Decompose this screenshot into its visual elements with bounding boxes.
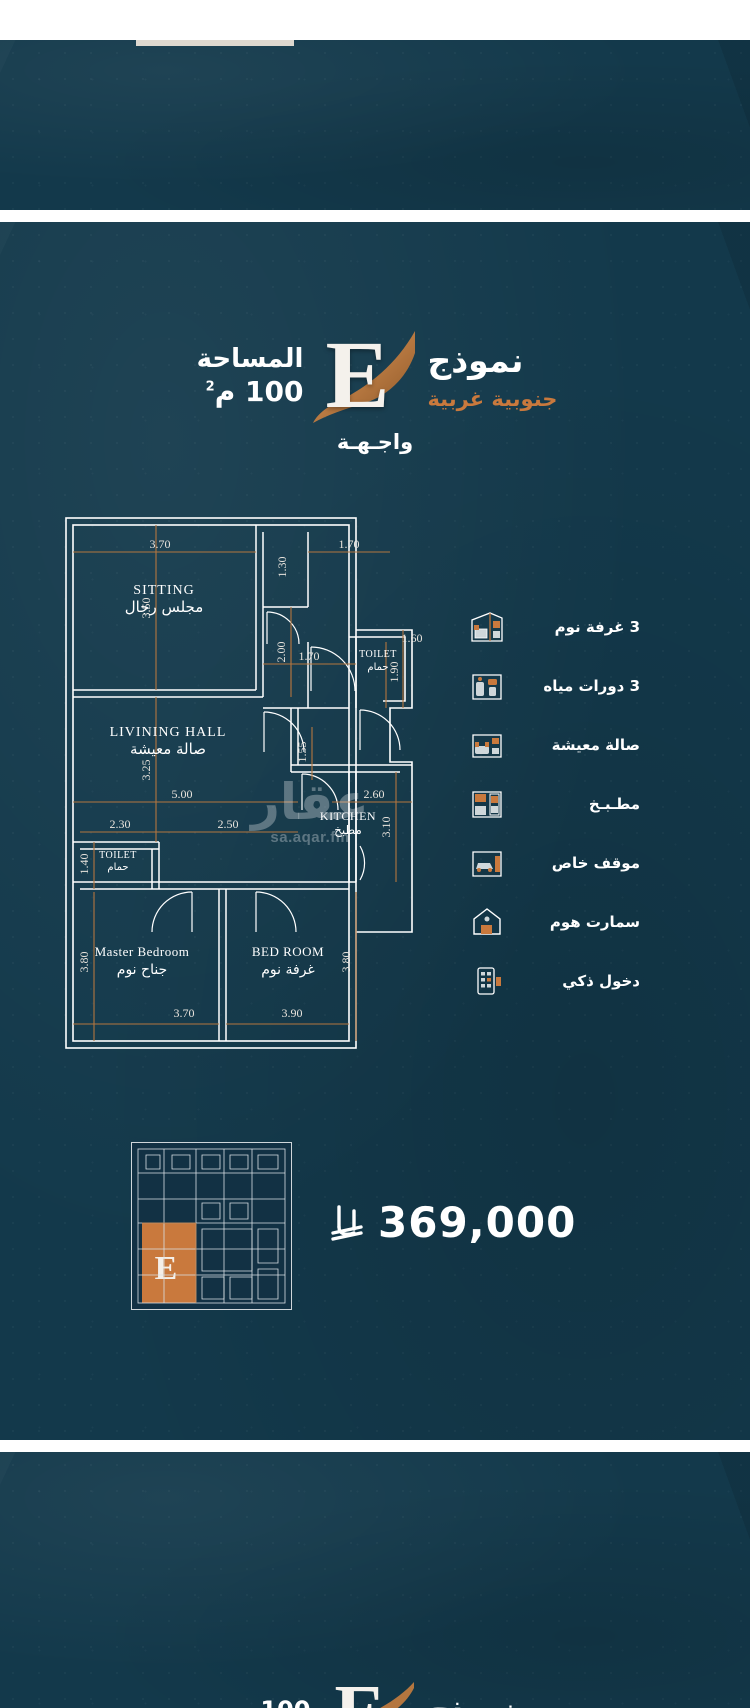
dim-1-40: 1.40 <box>77 854 91 875</box>
dim-3-90-bottom: 3.90 <box>282 1006 303 1020</box>
dim-3-50: 3.50 <box>139 598 153 619</box>
area-unit-exponent: 2 <box>205 379 215 395</box>
room-bedroom-ar: غرفة نوم <box>261 962 315 978</box>
top-card-stub <box>136 40 294 46</box>
dim-3-70-bottom: 3.70 <box>174 1006 195 1020</box>
features-list: 3 غرفة نوم 3 دورات مياه <box>470 610 640 1010</box>
bottom-area-value: 100 م <box>234 1696 310 1708</box>
room-toilet-1-ar: حمام <box>367 662 388 673</box>
kitchen-icon <box>470 788 504 820</box>
dim-3-10: 3.10 <box>379 817 393 838</box>
feature-row-smart-entry: دخول ذكي <box>470 964 640 998</box>
logo-swoosh-icon <box>313 331 416 423</box>
model-title-block: نموذج جنوبية غربية <box>427 322 559 432</box>
room-toilet-1-en: TOILET <box>359 649 397 660</box>
bottom-model-letter: E <box>334 1680 385 1708</box>
dim-5-00: 5.00 <box>172 787 193 801</box>
dim-2-50: 2.50 <box>218 817 239 831</box>
room-living-hall-ar: صالة معيشة <box>130 740 206 758</box>
room-toilet-2-en: TOILET <box>99 850 137 861</box>
feature-label: دخول ذكي <box>562 972 640 990</box>
room-master-bedroom-en: Master Bedroom <box>95 944 190 959</box>
saudi-riyal-symbol-icon <box>330 1203 364 1243</box>
bedroom-icon <box>470 611 504 643</box>
living-room-icon <box>470 729 504 761</box>
feature-row-bedrooms: 3 غرفة نوم <box>470 610 640 644</box>
room-sitting-ar: مجلس رجال <box>125 598 204 616</box>
dim-1-70-mid: 1.70 <box>299 649 320 663</box>
key-plan: E <box>131 1142 292 1310</box>
room-master-bedroom-ar: جناح نوم <box>117 962 167 978</box>
room-kitchen-en: KITCHEN <box>320 809 376 823</box>
key-plan-unit-letter: E <box>155 1250 178 1287</box>
bathroom-icon <box>470 670 504 702</box>
dim-3-25: 3.25 <box>139 760 153 781</box>
feature-label: 3 دورات مياه <box>543 677 640 695</box>
room-sitting-en: SITTING <box>133 583 194 598</box>
dim-1-55: 1.55 <box>295 742 309 763</box>
floor-plan-svg <box>65 517 413 1049</box>
room-toilet-2-ar: حمام <box>107 862 128 873</box>
smart-entry-icon <box>470 965 504 997</box>
model-word: نموذج <box>427 341 524 380</box>
dim-3-80-left: 3.80 <box>77 952 91 973</box>
smart-home-icon <box>470 906 504 938</box>
key-plan-svg: E <box>132 1143 291 1309</box>
price-block: 369,000 <box>330 1202 576 1244</box>
dim-3-70-top: 3.70 <box>150 537 171 551</box>
panel-texture <box>0 40 750 210</box>
feature-row-smart-home: سمارت هوم <box>470 905 640 939</box>
feature-row-parking: موقف خاص <box>470 846 640 880</box>
area-number: 100 م <box>214 375 304 409</box>
dim-2-00: 2.00 <box>274 642 288 663</box>
model-letter-logo: E <box>303 321 427 433</box>
panel-texture <box>0 1452 750 1708</box>
feature-row-bathrooms: 3 دورات مياه <box>470 669 640 703</box>
feature-label: صالة معيشة <box>551 736 640 754</box>
area-block: المساحة 100 م2 <box>191 322 304 432</box>
dim-1-90: 1.90 <box>387 662 401 683</box>
dim-1-60: 1.60 <box>402 631 423 645</box>
bottom-logo-swoosh-icon <box>380 1682 415 1708</box>
bottom-model-logo: E <box>314 1680 424 1708</box>
area-label: المساحة <box>196 344 304 375</box>
model-orientation: جنوبية غربية <box>427 387 558 411</box>
listing-card-top-preview <box>0 40 750 210</box>
feature-label: مطـبـخ <box>588 795 640 813</box>
model-letter: E <box>325 321 390 428</box>
model-title-row: نموذج جنوبية غربية <box>0 322 750 432</box>
feature-label: موقف خاص <box>551 854 640 872</box>
facade-label: واجـهـة <box>336 430 414 454</box>
feature-label: 3 غرفة نوم <box>554 618 640 636</box>
bottom-card-header: نموذج E 100 م <box>0 1680 750 1708</box>
price-amount: 369,000 <box>378 1198 577 1247</box>
floor-plan-drawing: 3.70 1.70 3.70 3.90 5.00 2.60 2.30 2.50 … <box>60 512 430 1077</box>
parking-icon <box>470 847 504 879</box>
feature-row-kitchen: مطـبـخ <box>470 787 640 821</box>
dim-1-30: 1.30 <box>275 557 289 578</box>
dim-2-60: 2.60 <box>364 787 385 801</box>
room-kitchen-ar: مطبخ <box>334 823 362 837</box>
room-living-hall-en: LIVINING HALL <box>110 725 227 740</box>
floor-plan-labels: 3.70 1.70 3.70 3.90 5.00 2.60 2.30 2.50 … <box>77 537 423 1020</box>
dim-3-80-right: 3.80 <box>339 952 353 973</box>
dim-2-30: 2.30 <box>110 817 131 831</box>
feature-label: سمارت هوم <box>549 913 640 931</box>
feature-row-living-room: صالة معيشة <box>470 728 640 762</box>
room-bedroom-en: BED ROOM <box>252 944 324 959</box>
area-value: 100 م2 <box>206 375 304 409</box>
listing-card-bottom-preview <box>0 1452 750 1708</box>
card-header: نموذج جنوبية غربية <box>0 322 750 482</box>
floorplan-card: نموذج جنوبية غربية <box>0 222 750 1440</box>
dim-1-70-top: 1.70 <box>339 537 360 551</box>
bottom-model-word: نموذج <box>428 1693 515 1708</box>
